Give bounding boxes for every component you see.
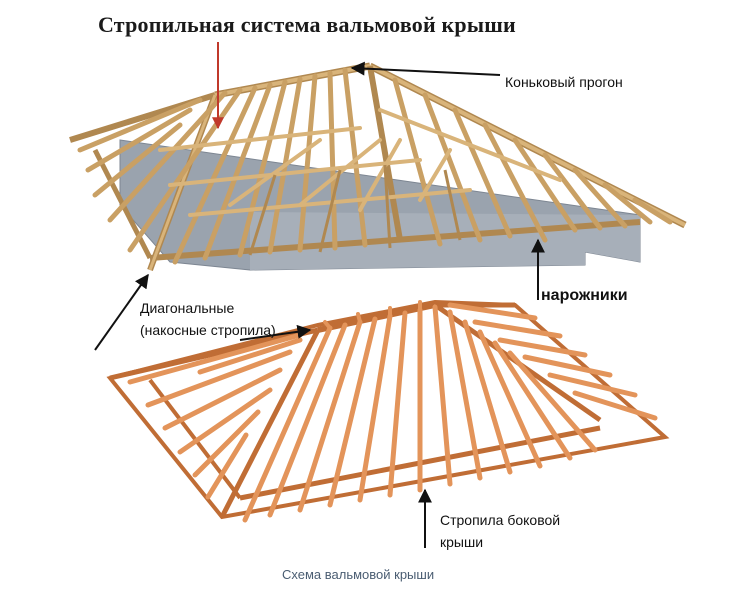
- diagonal-arrow-right: [239, 324, 312, 341]
- diagonal-rafters-label-line2: (накосные стропила): [140, 322, 276, 338]
- top-roof-frame: [69, 62, 687, 272]
- side-rafters-label-line1: Стропила боковой: [440, 512, 561, 528]
- bottom-roof-scheme: [106, 299, 670, 523]
- ridge-arrow: [350, 61, 501, 76]
- hip-rafter: [367, 65, 403, 241]
- diagonal-arrow-up: [94, 273, 149, 351]
- callout-arrows: [94, 42, 545, 548]
- hip-jacks-label: нарожники: [541, 287, 628, 304]
- side-rafters-label-line2: крыши: [440, 534, 484, 550]
- diagram-caption: Схема вальмовой крыши: [282, 567, 435, 582]
- diagram-title: Стропильная система вальмовой крыши: [98, 12, 516, 37]
- ridge-beam-label: Коньковый прогон: [505, 74, 623, 90]
- side-rafters-label: Стропила боковой крыши: [440, 509, 560, 553]
- wall-front-face: [250, 212, 640, 270]
- diagonal-rafters-label: Диагональные (накосные стропила): [140, 297, 276, 341]
- diagonal-rafters-label-line1: Диагональные: [140, 300, 235, 316]
